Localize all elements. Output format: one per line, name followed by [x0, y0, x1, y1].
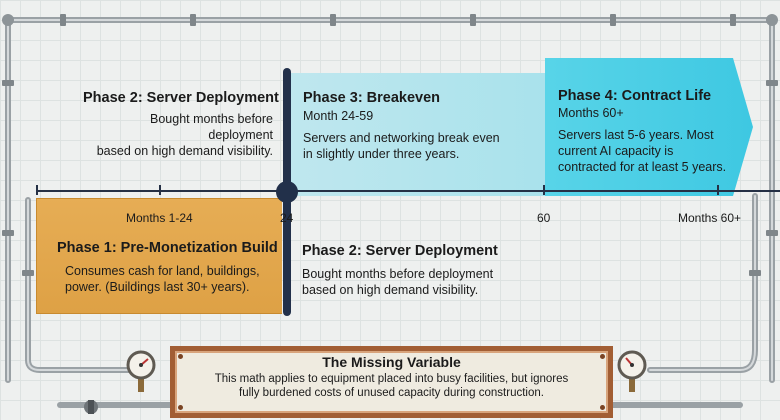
phase3-title: Phase 3: Breakeven — [303, 90, 441, 106]
tick-12 — [159, 185, 161, 195]
phase1-desc: Consumes cash for land, buildings, power… — [65, 264, 260, 294]
axis-label-months-1-24: Months 1-24 — [126, 211, 193, 225]
phase3-band — [291, 73, 554, 196]
valve-icon — [84, 400, 98, 414]
phase3-block: Phase 3: Breakeven Month 24-59 Servers a… — [303, 89, 553, 162]
phase1-title: Phase 1: Pre-Monetization Build — [57, 240, 278, 256]
rivet — [600, 354, 605, 359]
phase2-lower-title: Phase 2: Server Deployment — [302, 243, 498, 259]
phase4-block: Phase 4: Contract Life Months 60+ Server… — [558, 87, 743, 175]
phase2-upper-block: Phase 2: Server Deployment Bought months… — [83, 89, 283, 159]
phase2-upper-desc: Bought months before deployment based on… — [96, 112, 273, 158]
tick-end — [717, 185, 719, 195]
phase2-lower-block: Phase 2: Server Deployment Bought months… — [302, 242, 542, 298]
phase2-lower-desc: Bought months before deployment based on… — [302, 267, 494, 297]
missing-variable-title: The Missing Variable — [322, 354, 461, 370]
phase3-desc: Servers and networking break even in sli… — [303, 131, 500, 161]
axis-label-60: 60 — [537, 211, 551, 225]
pressure-gauge-icon — [126, 350, 156, 392]
month-24-node — [276, 181, 298, 203]
phase3-months: Month 24-59 — [303, 109, 374, 123]
phase1-box — [36, 198, 282, 314]
rivet — [178, 354, 183, 359]
rivet — [600, 405, 605, 410]
phase2-upper-title: Phase 2: Server Deployment — [83, 90, 279, 106]
rivet — [178, 405, 183, 410]
phase4-desc: Servers last 5-6 years. Most current AI … — [558, 128, 727, 174]
phase4-title: Phase 4: Contract Life — [558, 88, 712, 104]
tick-start — [36, 185, 38, 195]
pressure-gauge-icon — [617, 350, 647, 392]
missing-variable-box: The Missing Variable This math applies t… — [170, 346, 613, 418]
phase4-arrow — [545, 58, 753, 196]
phase4-months: Months 60+ — [558, 106, 624, 120]
tick-60 — [543, 185, 545, 195]
axis-label-months-60-plus: Months 60+ — [678, 211, 742, 225]
phase1-block: Phase 1: Pre-Monetization Build Consumes… — [57, 239, 278, 295]
missing-variable-desc: This math applies to equipment placed in… — [214, 373, 569, 399]
timeline-axis — [36, 190, 780, 192]
axis-label-24: 24 — [280, 211, 294, 225]
